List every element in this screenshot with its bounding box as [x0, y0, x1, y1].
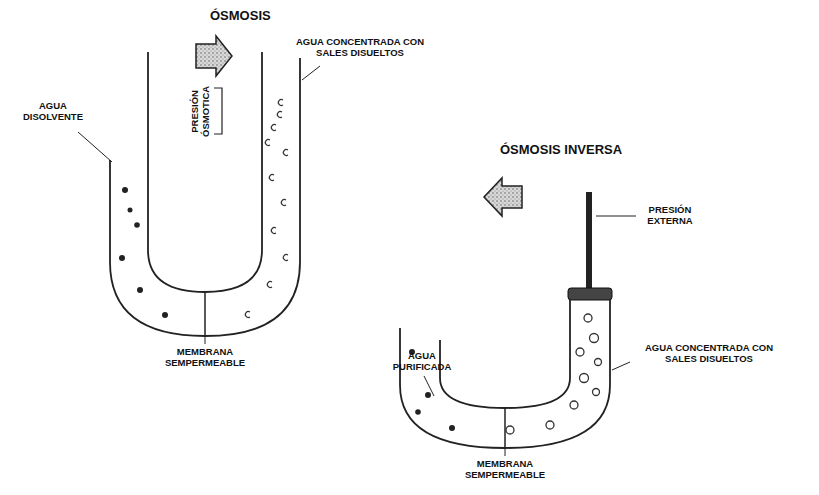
- solvent-label: AGUA DISOLVENTE: [18, 100, 88, 123]
- membrane-label: MEMBRANA SEMPERMEABLE: [160, 346, 250, 369]
- u-tube: [110, 52, 300, 336]
- diagram-title: ÓSMOSIS INVERSA: [500, 142, 622, 158]
- u-tube: [400, 300, 610, 448]
- salt-particles: [506, 314, 602, 434]
- leader-line: [302, 66, 320, 80]
- solvent-particles: [119, 187, 168, 318]
- piston: [568, 288, 612, 300]
- solution-label: AGUA CONCENTRADA CON SALES DISUELTOS: [285, 36, 435, 59]
- leader-line: [78, 132, 112, 162]
- water-particles: [409, 349, 455, 431]
- pressure-label: PRESIÓN ÓSMOTICA: [189, 81, 212, 141]
- leader-line: [505, 448, 506, 456]
- pressure-label: PRESIÓN EXTERNA: [640, 204, 700, 227]
- flow-arrow: [196, 36, 232, 76]
- membrane: [504, 409, 506, 447]
- leader-line: [612, 362, 630, 370]
- piston-rod: [586, 192, 592, 290]
- solution-label: AGUA CONCENTRADA CON SALES DISUELTOS: [634, 342, 784, 365]
- leader-line: [596, 216, 636, 217]
- leader-line: [205, 336, 206, 344]
- pressure-bracket: [214, 88, 222, 134]
- diagram-title: ÓSMOSIS: [210, 8, 271, 24]
- salt-particles: [245, 99, 288, 317]
- purified-water-label: AGUA PURIFICADA: [392, 350, 452, 373]
- membrane: [204, 293, 206, 335]
- membrane-label: MEMBRANA SEMPERMEABLE: [460, 458, 550, 481]
- flow-arrow: [484, 178, 522, 216]
